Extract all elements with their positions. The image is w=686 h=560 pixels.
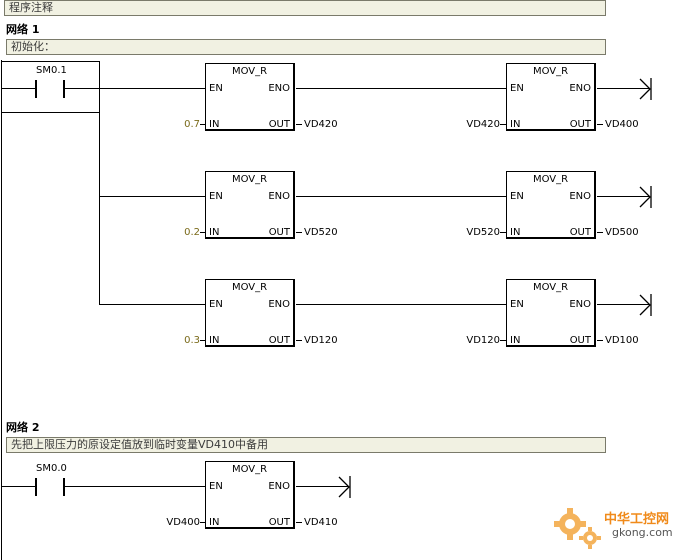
pin-in: IN [209, 119, 220, 130]
operand-in[interactable]: 0.7 [184, 119, 200, 130]
pin-en: EN [209, 481, 223, 492]
mov-r-box-2[interactable]: MOV_R EN ENO IN OUT [506, 63, 596, 131]
watermark-logo: 中华工控网 gkong.com [548, 500, 680, 554]
mov-r-box-3[interactable]: MOV_R EN ENO IN OUT [205, 171, 295, 239]
pin-out: OUT [569, 119, 591, 130]
operand-in[interactable]: 0.3 [184, 335, 200, 346]
pin-in: IN [510, 119, 521, 130]
box-title: MOV_R [231, 282, 268, 293]
mov-r-box-4[interactable]: MOV_R EN ENO IN OUT [506, 171, 596, 239]
power-rail [1, 60, 2, 560]
network-2-comment[interactable]: 先把上限压力的原设定值放到临时变量VD410中备用 [6, 437, 606, 453]
operand-out[interactable]: VD400 [605, 119, 639, 130]
pin-out: OUT [268, 517, 290, 528]
pin-eno: ENO [268, 299, 290, 310]
pin-en: EN [209, 191, 223, 202]
program-comment[interactable]: 程序注释 [4, 0, 606, 16]
operand-out[interactable]: VD500 [605, 227, 639, 238]
operand-out[interactable]: VD410 [304, 517, 338, 528]
watermark-url: gkong.com [612, 526, 673, 539]
pin-out: OUT [569, 227, 591, 238]
pin-in: IN [209, 517, 220, 528]
network-1-label[interactable]: 网络 1 [6, 23, 40, 36]
box-title: MOV_R [231, 174, 268, 185]
pin-en: EN [510, 191, 524, 202]
box-title: MOV_R [532, 174, 569, 185]
network-1-comment[interactable]: 初始化： [6, 39, 606, 55]
operand-in[interactable]: 0.2 [184, 227, 200, 238]
pin-en: EN [209, 83, 223, 94]
network-2-comment-text: 先把上限压力的原设定值放到临时变量VD410中备用 [11, 438, 268, 451]
operand-in[interactable]: VD420 [466, 119, 500, 130]
pin-eno: ENO [569, 191, 591, 202]
pin-out: OUT [268, 119, 290, 130]
pin-in: IN [510, 335, 521, 346]
operand-in[interactable]: VD120 [466, 335, 500, 346]
contact-sm0-1[interactable] [35, 80, 65, 98]
program-comment-text: 程序注释 [9, 1, 53, 14]
pin-out: OUT [268, 227, 290, 238]
network-end-arrow [639, 78, 652, 100]
mov-r-box-1[interactable]: MOV_R EN ENO IN OUT [205, 63, 295, 131]
watermark-cn: 中华工控网 [604, 512, 670, 527]
pin-in: IN [209, 227, 220, 238]
pin-eno: ENO [569, 299, 591, 310]
box-title: MOV_R [532, 282, 569, 293]
pin-en: EN [510, 83, 524, 94]
network-end-arrow [338, 476, 351, 498]
pin-eno: ENO [268, 83, 290, 94]
box-title: MOV_R [231, 464, 268, 475]
mov-r-box-7[interactable]: MOV_R EN ENO IN OUT [205, 461, 295, 529]
operand-out[interactable]: VD100 [605, 335, 639, 346]
network-2-label[interactable]: 网络 2 [6, 421, 40, 434]
operand-in[interactable]: VD520 [466, 227, 500, 238]
pin-in: IN [209, 335, 220, 346]
pin-out: OUT [569, 335, 591, 346]
operand-out[interactable]: VD420 [304, 119, 338, 130]
pin-eno: ENO [569, 83, 591, 94]
pin-en: EN [510, 299, 524, 310]
box-title: MOV_R [532, 66, 569, 77]
gear-icon [554, 508, 601, 549]
pin-in: IN [510, 227, 521, 238]
operand-in[interactable]: VD400 [166, 517, 200, 528]
box-title: MOV_R [231, 66, 268, 77]
pin-eno: ENO [268, 191, 290, 202]
network-end-arrow [639, 294, 652, 316]
contact-sm0-1-label: SM0.1 [36, 65, 67, 76]
pin-out: OUT [268, 335, 290, 346]
contact-sm0-0[interactable] [35, 478, 65, 496]
network-end-arrow [639, 186, 652, 208]
selection-cursor [1, 61, 100, 113]
mov-r-box-6[interactable]: MOV_R EN ENO IN OUT [506, 279, 596, 347]
mov-r-box-5[interactable]: MOV_R EN ENO IN OUT [205, 279, 295, 347]
network-1-comment-text: 初始化： [11, 40, 55, 53]
operand-out[interactable]: VD520 [304, 227, 338, 238]
pin-eno: ENO [268, 481, 290, 492]
operand-out[interactable]: VD120 [304, 335, 338, 346]
pin-en: EN [209, 299, 223, 310]
contact-sm0-0-label: SM0.0 [36, 463, 67, 474]
